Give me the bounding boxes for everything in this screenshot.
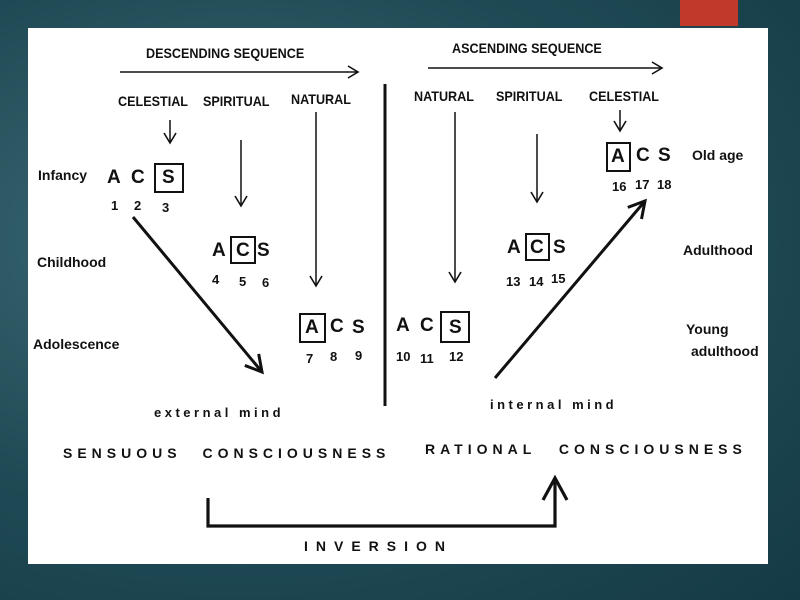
stage-infancy: Infancy (38, 167, 88, 183)
number-label: 11 (420, 351, 434, 366)
letter-c: C (131, 167, 145, 188)
letter-a: A (611, 146, 625, 167)
spiritual-label-right: SPIRITUAL (496, 88, 563, 104)
stage-childhood: Childhood (37, 254, 107, 270)
number-label: 9 (355, 348, 363, 363)
letter-a: A (396, 315, 410, 336)
highlight-box-a-adolescence (299, 313, 326, 343)
accent-tab (680, 0, 738, 26)
letter-a: A (107, 167, 121, 188)
number-label: 14 (529, 274, 544, 289)
external-mind-label: external mind (154, 405, 285, 420)
number-label: 5 (239, 274, 247, 289)
ascending-sequence-label: ASCENDING SEQUENCE (452, 40, 602, 56)
highlight-box-c-adulthood (525, 233, 550, 261)
number-label: 1 (111, 198, 119, 213)
spiritual-label-left: SPIRITUAL (203, 93, 270, 109)
letter-c: C (236, 240, 250, 261)
number-label: 12 (449, 349, 464, 364)
number-label: 8 (330, 349, 338, 364)
stage-young-adulthood-line1: Young (686, 321, 729, 337)
letter-a: A (305, 317, 319, 338)
letter-s: S (352, 317, 365, 338)
number-label: 4 (212, 272, 220, 287)
natural-label-right: NATURAL (414, 88, 474, 104)
natural-label-left: NATURAL (291, 91, 351, 107)
letter-s: S (449, 317, 462, 338)
stage-adolescence: Adolescence (33, 336, 120, 352)
stage-adulthood: Adulthood (683, 242, 753, 258)
highlight-box-s-infancy (154, 163, 184, 193)
letter-c: C (636, 145, 650, 166)
number-label: 6 (262, 275, 270, 290)
number-label: 17 (635, 177, 650, 192)
inversion-label: INVERSION (304, 538, 454, 554)
celestial-label-left: CELESTIAL (118, 93, 189, 109)
number-label: 15 (551, 271, 566, 286)
number-label: 3 (162, 200, 170, 215)
letter-c: C (330, 316, 344, 337)
letter-s: S (658, 145, 671, 166)
number-label: 13 (506, 274, 521, 289)
letter-c: C (530, 237, 544, 258)
descending-sequence-label: DESCENDING SEQUENCE (146, 45, 305, 61)
sensuous-consciousness-label: SENSUOUS CONSCIOUSNESS (63, 445, 391, 461)
letter-s: S (257, 240, 270, 261)
number-label: 7 (306, 351, 314, 366)
rational-consciousness-label: RATIONAL CONSCIOUSNESS (425, 441, 747, 457)
stage-young-adulthood-line2: adulthood (691, 343, 759, 359)
celestial-label-right: CELESTIAL (589, 88, 660, 104)
number-label: 2 (134, 198, 142, 213)
letter-c: C (420, 315, 434, 336)
stage-old-age: Old age (692, 147, 744, 163)
number-label: 10 (396, 349, 411, 364)
number-label: 16 (612, 179, 627, 194)
letter-s: S (162, 167, 175, 188)
highlight-box-c-childhood (230, 236, 256, 264)
number-label: 18 (657, 177, 672, 192)
letter-a: A (507, 237, 521, 258)
highlight-box-s-young-adulthood (440, 311, 470, 343)
highlight-box-a-old-age (606, 142, 631, 172)
internal-mind-label: internal mind (490, 397, 618, 412)
letter-s: S (553, 237, 566, 258)
letter-a: A (212, 240, 226, 261)
